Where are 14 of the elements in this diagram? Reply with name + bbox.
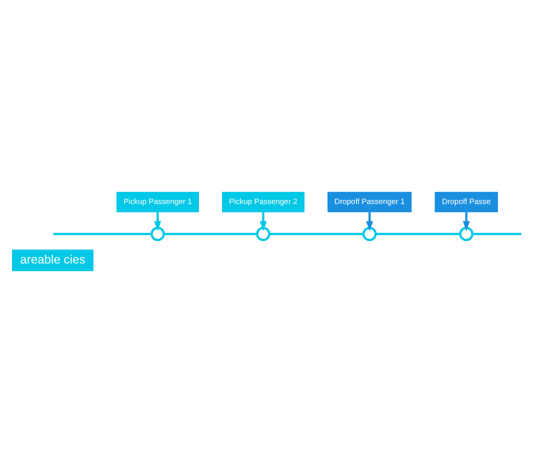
node-circle <box>256 226 270 241</box>
arrow <box>260 212 267 231</box>
node-circle <box>459 226 474 241</box>
connector <box>53 232 152 235</box>
connector <box>269 232 364 235</box>
connector <box>472 232 522 235</box>
connector <box>164 232 258 235</box>
node-circle <box>150 226 165 241</box>
arrow <box>366 212 374 231</box>
node-box: areable cies <box>12 249 94 271</box>
connector <box>376 232 460 235</box>
node-circle <box>362 226 377 241</box>
arrow <box>154 212 162 231</box>
arrow <box>462 212 470 231</box>
